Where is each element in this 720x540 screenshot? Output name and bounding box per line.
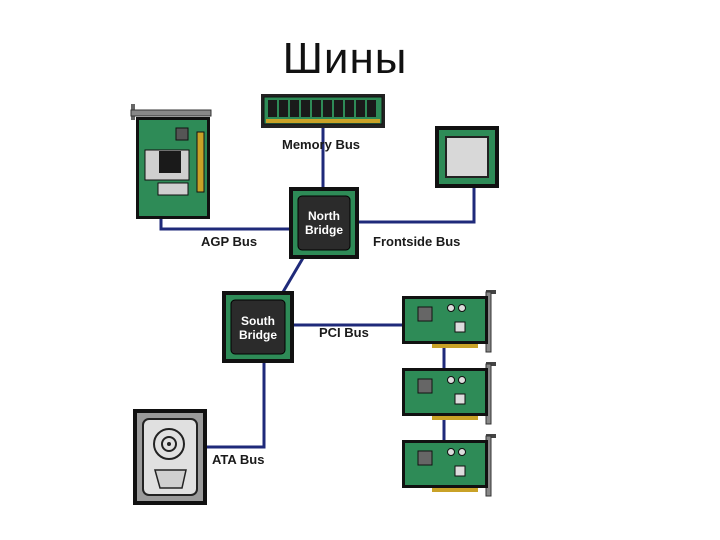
hard-drive-icon <box>133 409 207 505</box>
agp-bus-label: AGP Bus <box>201 234 257 249</box>
ata-bus-label: ATA Bus <box>212 452 264 467</box>
south-bridge-label-1: South <box>241 314 275 328</box>
pci-card-icon <box>402 362 496 425</box>
agp-video-card-icon <box>130 104 212 219</box>
north-bridge-label-2: Bridge <box>305 223 343 237</box>
memory-module-icon <box>261 94 385 128</box>
frontside-bus-line <box>358 188 476 224</box>
cpu-icon <box>435 126 499 188</box>
pci-bus-label: PCI Bus <box>319 325 369 340</box>
pci-card-icon <box>402 434 496 497</box>
ata-bus-line <box>205 362 266 449</box>
nb-sb-link <box>281 257 305 293</box>
memory-bus-label: Memory Bus <box>282 137 360 152</box>
pci-card-icon <box>402 290 496 353</box>
north-bridge-label-1: North <box>308 209 340 223</box>
diagram-title: Шины <box>282 34 408 83</box>
north-bridge-chip: North Bridge <box>289 187 359 259</box>
south-bridge-chip: South Bridge <box>222 291 294 363</box>
south-bridge-label-2: Bridge <box>239 328 277 342</box>
frontside-bus-label: Frontside Bus <box>373 234 460 249</box>
